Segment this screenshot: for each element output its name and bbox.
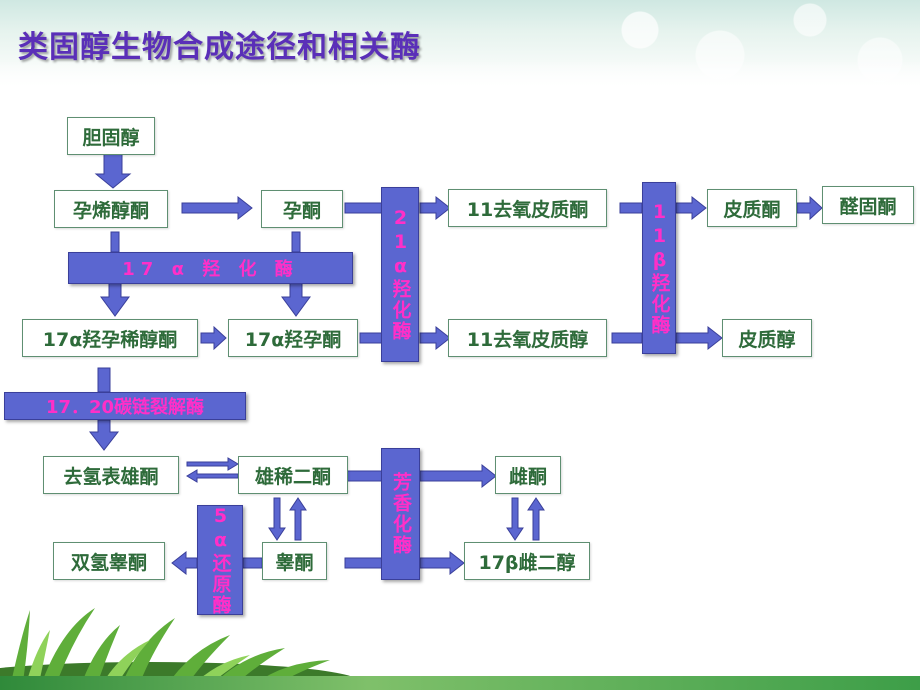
arrow-progesterone-21oh [344, 202, 383, 214]
box-estradiol: 17β雌二醇 [464, 542, 590, 580]
arrow-deoxycortisol-11oh [611, 332, 643, 344]
arrow-hydroxyprogesterone-21oh [359, 332, 383, 344]
enzyme-11b-hydroxylase: 11β羟化酶 [642, 182, 676, 354]
arrow-aromatase-estrone [419, 463, 497, 489]
box-cortisol: 皮质醇 [722, 319, 812, 357]
arrow-11oh-cortisol [675, 325, 723, 351]
enzyme-17-20-lyase: 17．20碳链裂解酶 [4, 392, 246, 420]
box-androstenedione: 雄稀二酮 [238, 456, 348, 494]
arrow-progesterone-down [291, 231, 301, 253]
arrow-androstenedione-aromatase [344, 470, 383, 482]
arrow-reductase-dht [171, 550, 198, 576]
arrow-21oh-deoxycortisol [419, 325, 451, 351]
arrow-testosterone-reductase [242, 557, 263, 569]
arrow-17oh-hydroxyprogesterone [281, 282, 311, 317]
arrow-androstenedione-testosterone [268, 497, 286, 541]
arrow-11oh-corticosterone [675, 195, 707, 221]
arrow-cholesterol-pregnenolone [94, 153, 132, 189]
box-aldosterone: 醛固酮 [822, 186, 914, 224]
arrow-estrone-estradiol [506, 497, 524, 541]
arrow-dhea-androstenedione [186, 457, 239, 471]
grass-decoration [0, 608, 360, 690]
box-hydroxyprogesterone: 17α羟孕酮 [228, 319, 358, 357]
enzyme-5a-reductase: 5α还原酶 [197, 505, 243, 616]
arrow-pregnenolone-down [110, 231, 120, 253]
arrow-hydroxypregnenolone-down [97, 367, 111, 393]
arrow-hydroxypregnenolone-hydroxyprogesterone [200, 325, 227, 351]
enzyme-17a-hydroxylase: 17 α 羟 化 酶 [68, 252, 353, 284]
box-dhea: 去氢表雄酮 [43, 456, 179, 494]
box-deoxycorticosterone: 11去氧皮质酮 [448, 189, 607, 227]
arrow-lyase-dhea [88, 419, 120, 451]
box-testosterone: 睾酮 [262, 542, 327, 580]
arrow-corticosterone-aldosterone [796, 195, 823, 221]
arrow-doc-11oh [619, 202, 643, 214]
box-deoxycortisol: 11去氧皮质醇 [448, 319, 607, 357]
arrow-21oh-doc [419, 195, 451, 221]
arrow-17oh-hydroxypregnenolone [100, 282, 130, 317]
box-pregnenolone: 孕烯醇酮 [54, 190, 168, 228]
arrow-pregnenolone-progesterone [181, 195, 253, 221]
page-title: 类固醇生物合成途径和相关酶 [18, 30, 421, 65]
box-corticosterone: 皮质酮 [707, 189, 797, 227]
header-band [0, 0, 920, 90]
enzyme-21a-hydroxylase: 21α羟化酶 [381, 187, 419, 362]
arrow-estradiol-estrone [527, 497, 545, 541]
arrow-testosterone-androstenedione [289, 497, 307, 541]
box-estrone: 雌酮 [495, 456, 561, 494]
box-hydroxypregnenolone: 17α羟孕稀醇酮 [22, 319, 198, 357]
bottom-bar [0, 676, 920, 690]
box-cholesterol: 胆固醇 [67, 117, 155, 155]
box-dihydrotestosterone: 双氢睾酮 [53, 542, 165, 580]
box-progesterone: 孕酮 [261, 190, 343, 228]
arrow-androstenedione-dhea [186, 469, 239, 483]
arrow-aromatase-estradiol [419, 550, 465, 576]
arrow-testosterone-aromatase [344, 557, 383, 569]
enzyme-aromatase: 芳香化酶 [381, 448, 420, 580]
